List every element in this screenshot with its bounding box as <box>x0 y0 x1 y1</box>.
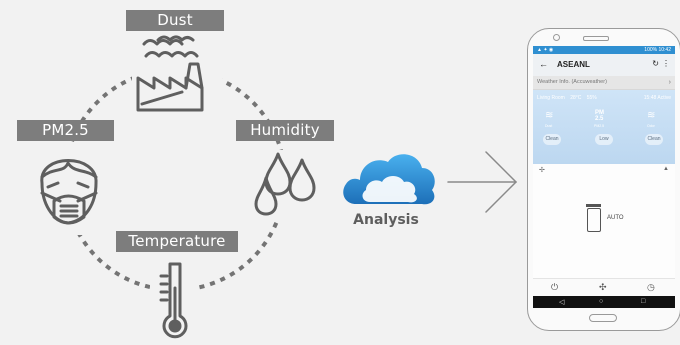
app-title: ASEANL <box>557 60 590 69</box>
status-icons: ▲ ✦ ◉ <box>537 47 554 53</box>
app-bottom-nav: ⏻ ✣ ◷ <box>533 278 675 297</box>
mode-pill-dust[interactable]: Clean <box>543 134 561 145</box>
icon-caption-pm25: PM2.5 <box>594 124 605 128</box>
purifier-top <box>586 204 601 207</box>
humidity-label: Humidity <box>236 120 334 141</box>
phone-illustration: ▲ ✦ ◉ 100% 10:42 ← ASEANL ↻ ⋮ Weather In… <box>527 28 680 331</box>
chevron-right-icon: › <box>668 79 671 86</box>
fan-icon[interactable]: ✣ <box>599 282 607 292</box>
analysis-label: Analysis <box>353 212 419 228</box>
weather-info-text: Weather Info. (Accuweather) <box>537 79 607 85</box>
phone-screen: ▲ ✦ ◉ 100% 10:42 ← ASEANL ↻ ⋮ Weather In… <box>533 46 675 308</box>
fan-small-icon: ✢ <box>539 167 545 174</box>
phone-earpiece <box>583 36 609 41</box>
mode-pill-odor[interactable]: Clean <box>645 134 663 145</box>
weather-info-row[interactable]: Weather Info. (Accuweather) › <box>533 76 675 90</box>
phone-status-bar: ▲ ✦ ◉ 100% 10:42 <box>533 46 675 54</box>
status-chip: 15:48 Active <box>643 95 671 101</box>
thermometer-icon <box>150 258 196 344</box>
refresh-icon[interactable]: ↻ <box>652 59 659 68</box>
factory-icon <box>132 34 222 116</box>
odor-wave-icon: ≋ <box>647 110 656 121</box>
arrow-right-icon <box>447 151 518 213</box>
icon-caption-odor: Odor <box>647 124 655 128</box>
room-name: Living Room <box>537 95 565 101</box>
room-humidity: 55% <box>586 95 597 101</box>
collapse-icon[interactable]: ▲ <box>663 166 669 172</box>
phone-camera <box>553 34 560 41</box>
droplets-icon <box>248 150 322 220</box>
nav-back-icon[interactable]: ◁ <box>559 299 565 306</box>
dust-wave-icon: ≋ <box>545 110 554 121</box>
power-icon[interactable]: ⏻ <box>551 282 559 292</box>
system-nav-bar: ◁ ○ □ <box>533 296 675 308</box>
back-icon[interactable]: ← <box>539 59 548 69</box>
icon-caption-dust: Dust <box>545 124 553 128</box>
mask-icon <box>28 143 112 235</box>
room-metrics: Living Room 28°C 55% 15:48 Active <box>537 95 671 101</box>
phone-home-button <box>589 314 617 322</box>
mode-pill-pm25[interactable]: Low <box>595 134 613 145</box>
nav-home-icon[interactable]: ○ <box>599 298 604 305</box>
purifier-icon <box>587 208 601 232</box>
status-right-text: 100% 10:42 <box>644 47 671 53</box>
more-icon[interactable]: ⋮ <box>662 59 670 68</box>
cloud-icon <box>343 154 435 205</box>
phone-app-bar: ← ASEANL ↻ ⋮ <box>533 54 675 76</box>
device-area: ✢ ▲ AUTO <box>533 164 675 284</box>
room-temperature: 28°C <box>570 95 582 101</box>
mode-label: AUTO <box>607 215 624 221</box>
nav-recents-icon[interactable]: □ <box>641 298 646 305</box>
temperature-label: Temperature <box>116 231 238 252</box>
dust-label: Dust <box>126 10 224 31</box>
pm25-label: PM2.5 <box>17 120 114 141</box>
timer-icon[interactable]: ◷ <box>647 282 655 292</box>
